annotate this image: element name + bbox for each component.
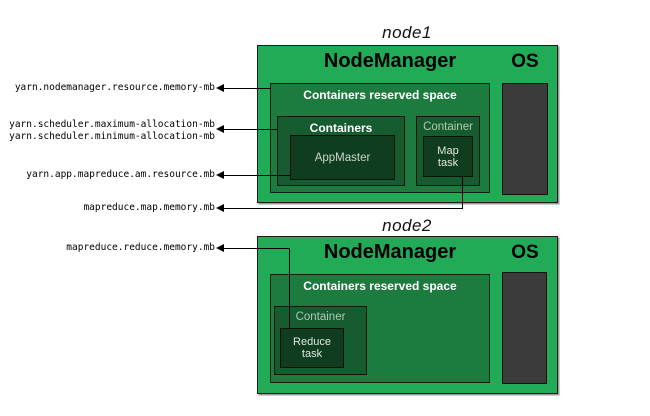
arrow-line (224, 248, 290, 249)
config-label-reduce-memory: mapreduce.reduce.memory.mb (66, 242, 215, 253)
node2-reduce-task-label-line2: task (301, 348, 323, 360)
arrow-line (224, 88, 270, 89)
node2-reserved-space-label: Containers reserved space (303, 279, 457, 293)
arrow-line (224, 208, 463, 209)
config-label-scheduler-minimum-allocation: yarn.scheduler.minimum-allocation-mb (9, 131, 215, 142)
node2-reduce-task-box: Reduce task (280, 328, 344, 368)
arrowhead-icon (216, 84, 224, 92)
node2-reduce-task-label-line1: Reduce (293, 336, 331, 348)
node1-title: node1 (382, 23, 432, 42)
node1-map-task-box: Map task (423, 136, 473, 177)
arrowhead-icon (216, 244, 224, 252)
config-label-map-memory: mapreduce.map.memory.mb (83, 202, 215, 213)
node1-os-box (502, 83, 548, 195)
arrowhead-icon (216, 204, 224, 212)
node1-appmaster-box: AppMaster (290, 135, 395, 180)
arrow-line (224, 175, 290, 176)
node1-appmaster-label: AppMaster (314, 151, 371, 164)
arrow-line (224, 129, 277, 130)
node1-containers-label: Containers (309, 121, 373, 135)
node2-title: node2 (382, 216, 432, 235)
arrow-elbow-line (462, 177, 463, 209)
node2-os-box (502, 272, 547, 384)
arrow-elbow-line (289, 248, 290, 328)
node1-container-label: Container (423, 121, 473, 133)
node1-nodemanager-title: NodeManager (323, 50, 457, 72)
node2-nodemanager-title: NodeManager (323, 241, 457, 263)
node1-map-task-label-line1: Map (437, 144, 459, 157)
arrowhead-icon (216, 125, 224, 133)
node1-os-label: OS (511, 51, 539, 72)
config-label-scheduler-maximum-allocation: yarn.scheduler.maximum-allocation-mb (9, 119, 215, 130)
node1-reserved-space-label: Containers reserved space (303, 88, 457, 102)
node2-container-label: Container (295, 311, 346, 323)
config-label-nodemanager-resource-memory: yarn.nodemanager.resource.memory-mb (14, 82, 215, 93)
config-label-am-resource: yarn.app.mapreduce.am.resource.mb (26, 169, 215, 180)
arrowhead-icon (216, 171, 224, 179)
node1-map-task-label-line2: task (437, 156, 459, 169)
node2-os-label: OS (511, 242, 539, 263)
